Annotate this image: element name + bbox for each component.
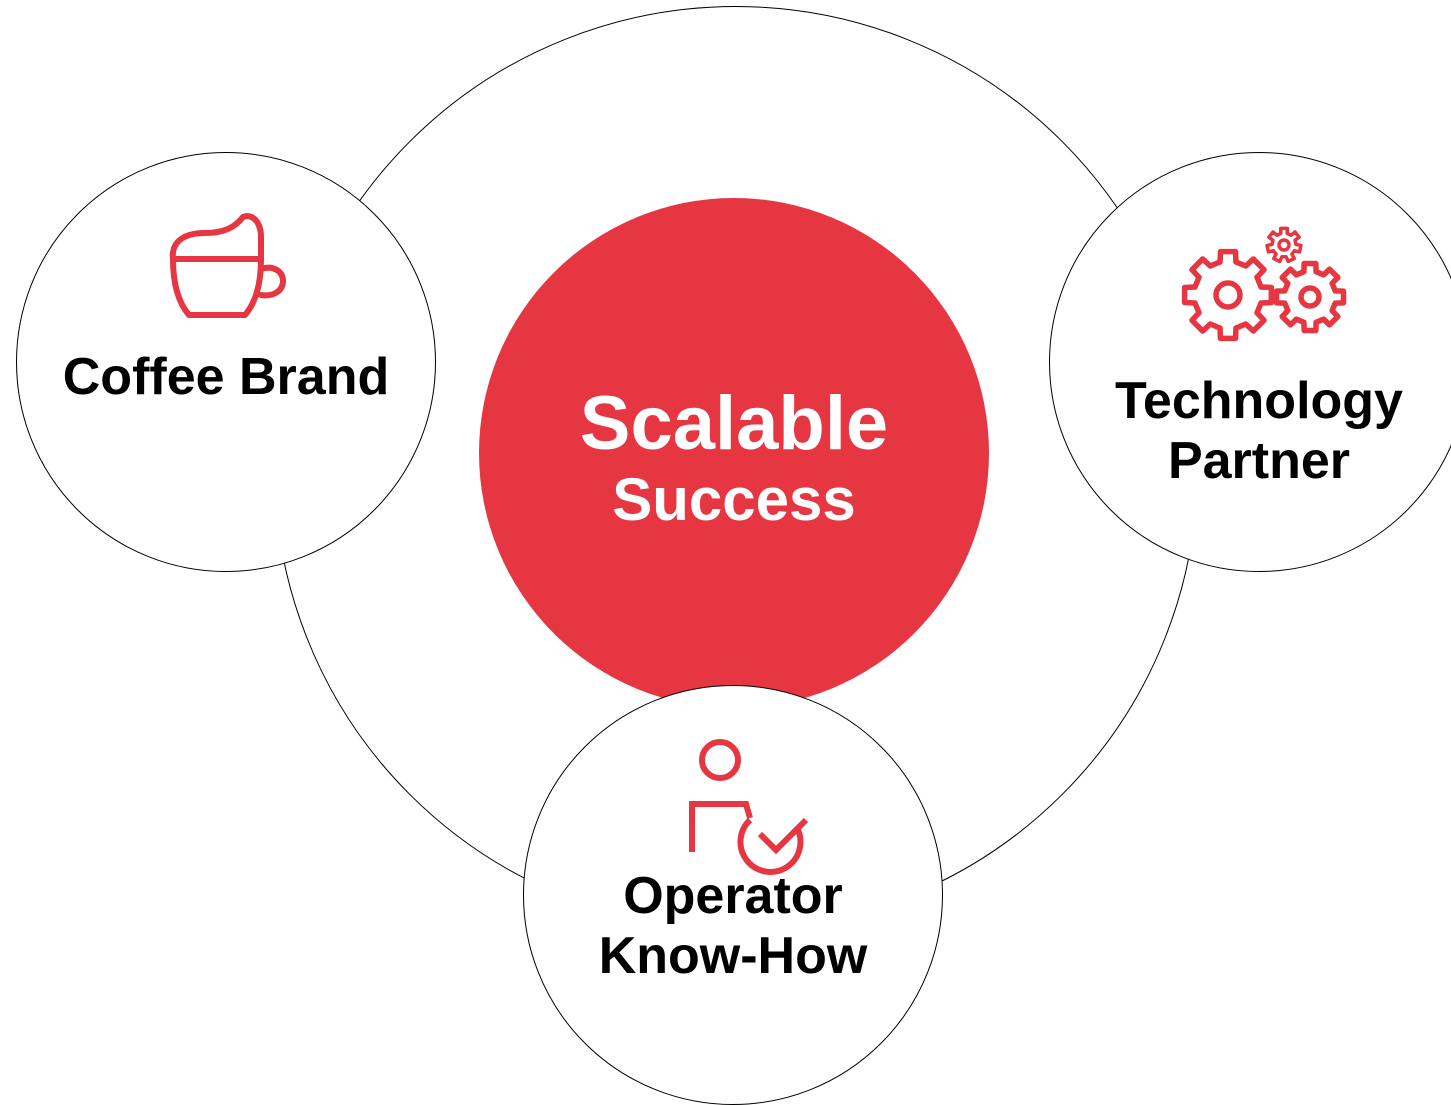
large-gear-shape xyxy=(1181,248,1275,342)
technology-partner-label: Technology Partner xyxy=(1050,371,1451,491)
node-operator-know-how: Operator Know-How xyxy=(523,685,943,1105)
gear-hole xyxy=(1298,285,1322,309)
gear-outline xyxy=(1181,248,1275,342)
operator-know-how-label-line2: Know-How xyxy=(598,927,868,985)
center-title-line2: Success xyxy=(612,466,856,533)
center-title-line1: Scalable xyxy=(579,381,889,466)
gear-hole xyxy=(1277,238,1291,252)
gear-outline xyxy=(1265,226,1303,264)
technology-partner-label-line1: Technology xyxy=(1115,372,1403,430)
technology-partner-label-line2: Partner xyxy=(1167,432,1351,490)
center-circle: Scalable Success xyxy=(479,198,989,708)
gears-icon xyxy=(1176,226,1348,343)
operator-know-how-label: Operator Know-How xyxy=(524,866,942,986)
node-technology-partner: Technology Partner xyxy=(1049,152,1451,572)
medium-gear-shape xyxy=(1273,260,1347,334)
small-gear-shape xyxy=(1265,226,1303,264)
coffee-cup-icon xyxy=(167,211,287,323)
coffee-brand-label: Coffee Brand xyxy=(62,348,390,406)
person-check-icon xyxy=(684,738,810,875)
operator-know-how-label-line1: Operator xyxy=(623,867,843,925)
gear-hole xyxy=(1213,280,1243,310)
node-coffee-brand: Coffee Brand xyxy=(16,152,436,572)
gear-outline xyxy=(1273,260,1347,334)
